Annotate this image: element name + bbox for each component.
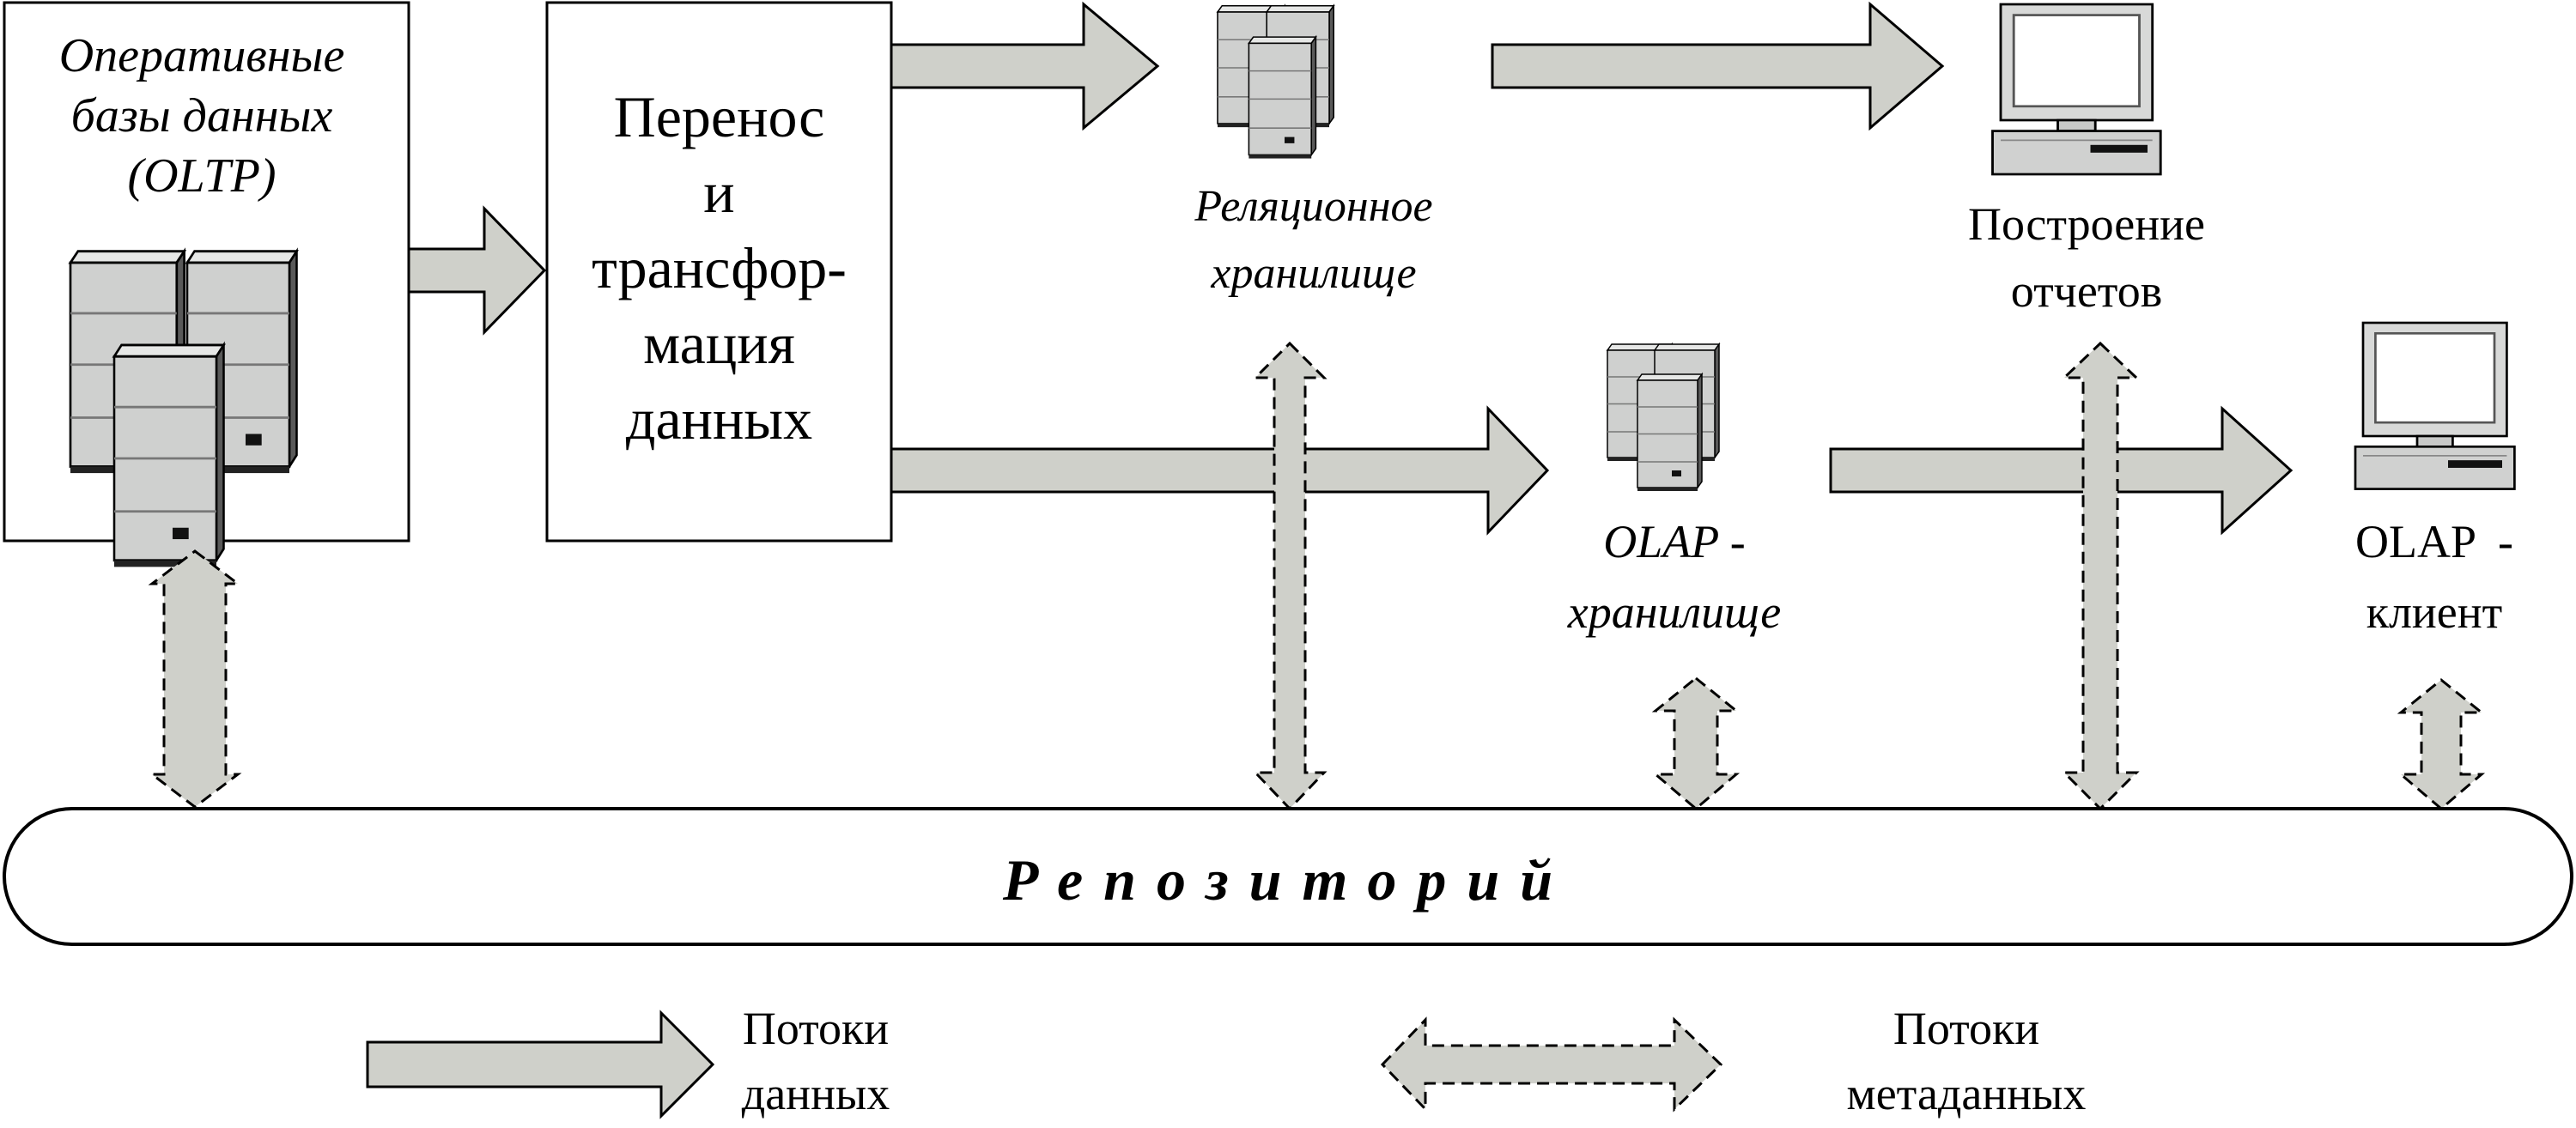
data-arrow-oltp-to-transform: [407, 205, 547, 336]
transform-label-line3: трансфор-: [592, 235, 847, 300]
legend-meta-arrow: [1380, 1016, 1723, 1113]
transform-label-line1: Перенос: [613, 84, 825, 149]
legend-meta-line1: Потоки: [1893, 1003, 2040, 1054]
legend-data-label: Потоки данных: [687, 996, 945, 1126]
transform-label-line4: мация: [643, 311, 795, 376]
meta-arrow-olap-repository: [1651, 676, 1741, 810]
olap-server-icon: [1607, 343, 1720, 492]
legend-meta-line2: метаданных: [1846, 1068, 2087, 1119]
meta-arrow-relational-repository: [1252, 341, 1327, 811]
transform-label-line5: данных: [625, 386, 813, 452]
data-arrow-transform-to-relational: [890, 1, 1160, 131]
meta-arrow-oltp-repository: [148, 549, 242, 809]
reports-monitor-icon: [1991, 3, 2162, 176]
repository-bar: [3, 807, 2573, 946]
repository-label: Репозиторий: [601, 846, 1975, 914]
transform-label-line2: и: [703, 160, 735, 225]
olap-client-label-line1: OLAP -: [2355, 516, 2513, 567]
oltp-label-line1: Оперативные: [58, 29, 345, 82]
legend-data-line2: данных: [741, 1068, 890, 1119]
oltp-label: Оперативные базы данных (OLTP): [9, 26, 395, 206]
olap-client-monitor-icon: [2354, 321, 2516, 490]
olap-storage-label-line2: хранилище: [1567, 586, 1782, 638]
legend-meta-label: Потоки метаданных: [1786, 996, 2147, 1126]
reports-label-line1: Построение: [1968, 198, 2205, 250]
relational-label-line1: Реляционное: [1194, 182, 1433, 231]
oltp-label-line2: базы данных: [70, 89, 333, 143]
relational-storage-label: Реляционное хранилище: [1108, 173, 1520, 307]
transform-box: [545, 1, 893, 543]
transform-label: Перенос и трансфор- мация данных: [550, 79, 889, 457]
olap-storage-label: OLAP - хранилище: [1477, 506, 1872, 647]
olap-client-label: OLAP - клиент: [2301, 506, 2567, 647]
data-arrow-relational-to-reports: [1491, 1, 1945, 131]
data-arrow-transform-to-olap: [890, 405, 1550, 536]
oltp-label-line3: (OLTP): [127, 149, 276, 203]
legend-data-line1: Потоки: [742, 1003, 890, 1054]
reports-label-line2: отчетов: [2010, 265, 2163, 317]
olap-storage-label-line1: OLAP -: [1603, 516, 1746, 567]
olap-client-label-line2: клиент: [2366, 586, 2503, 638]
relational-server-icon: [1217, 4, 1334, 160]
repository-label-text: Репозиторий: [1002, 847, 1574, 913]
meta-arrow-client-repository: [2397, 678, 2486, 810]
data-arrow-olap-to-client: [1829, 405, 2293, 536]
legend-data-arrow: [366, 1010, 715, 1119]
relational-label-line2: хранилище: [1211, 249, 1417, 298]
reports-label: Построение отчетов: [1872, 191, 2301, 324]
meta-arrow-reports-repository: [2061, 341, 2140, 811]
